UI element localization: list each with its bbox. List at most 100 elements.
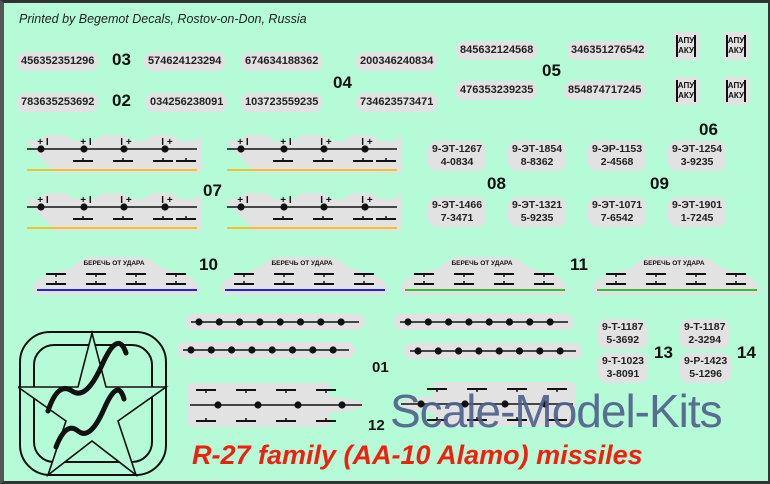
missile-id-line2: 8-8362 bbox=[520, 156, 554, 168]
polarity-mark: I + bbox=[320, 195, 332, 206]
decal-number: 02 bbox=[112, 91, 131, 110]
serial-decal: 845632124568 bbox=[456, 41, 538, 60]
missile-id-line1: 9-ЭТ-1901 bbox=[672, 199, 723, 211]
polarity-mark: + I bbox=[37, 137, 49, 148]
missile-id-line2: 3-8091 bbox=[606, 368, 640, 380]
aku-label: АКУ bbox=[678, 91, 694, 100]
serial-decal: 854874717245 bbox=[564, 81, 646, 100]
north-star-logo bbox=[18, 329, 169, 478]
dot-strip-decal-01 bbox=[404, 343, 582, 359]
missile-id-line1: 9-ЭТ-1854 bbox=[512, 143, 563, 155]
serial-decal: 103723559235 bbox=[241, 93, 323, 112]
decal-number: 10 bbox=[199, 255, 218, 274]
polarity-mark: I + bbox=[161, 195, 173, 206]
serial-decal: 574624123294 bbox=[144, 52, 226, 71]
polarity-mark: + I bbox=[237, 137, 249, 148]
decal-number: 13 bbox=[654, 343, 673, 362]
caution-text: БЕРЕЧЬ ОТ УДАРА bbox=[83, 260, 144, 267]
missile-id-line2: 2-4568 bbox=[600, 156, 634, 168]
serial-decal: 734623573471 bbox=[356, 93, 438, 112]
strip-decal-10: БЕРЕЧЬ ОТ УДАРА bbox=[593, 257, 759, 295]
apu-label: АПУ bbox=[677, 36, 695, 45]
serial-decal: 346351276542 bbox=[567, 41, 649, 60]
serial-decal: 783635253692 bbox=[17, 93, 99, 112]
strip-decal-10: БЕРЕЧЬ ОТ УДАРА bbox=[33, 257, 199, 295]
dot-strip-decal-01 bbox=[185, 314, 365, 330]
aku-label: АКУ bbox=[728, 91, 744, 100]
missile-id-line1: 9-T-1023 bbox=[602, 355, 645, 367]
polarity-mark: I + bbox=[120, 195, 132, 206]
polarity-mark: I + bbox=[320, 137, 332, 148]
decal-number: 05 bbox=[542, 61, 561, 80]
missile-id-line1: 9-ЭТ-1071 bbox=[592, 199, 643, 211]
polarity-mark: I + bbox=[361, 195, 373, 206]
sheet-title: R-27 family (AA-10 Alamo) missiles bbox=[192, 440, 643, 470]
missile-id-line2: 7-3471 bbox=[440, 212, 474, 224]
serial-decal: 200346240834 bbox=[356, 52, 438, 71]
strip-decal-10: БЕРЕЧЬ ОТ УДАРА bbox=[401, 257, 567, 295]
polarity-mark: + I bbox=[37, 195, 49, 206]
missile-id-line1: 9-T-1187 bbox=[684, 321, 726, 333]
polarity-mark: + I bbox=[80, 195, 92, 206]
apu-label: АПУ bbox=[727, 36, 745, 45]
missile-id-line1: 9-ЭТ-1321 bbox=[512, 199, 563, 211]
decal-number: 11 bbox=[570, 255, 588, 274]
polarity-mark: I + bbox=[120, 137, 132, 148]
decal-number: 01 bbox=[372, 359, 389, 376]
apu-label: АПУ bbox=[727, 81, 745, 90]
missile-id-line2: 5-3692 bbox=[606, 334, 640, 346]
polarity-mark: + I bbox=[237, 195, 249, 206]
logo-script-north bbox=[45, 340, 129, 414]
missile-id-line1: 9-ЭТ-1466 bbox=[432, 199, 483, 211]
missile-id-line2: 3-9235 bbox=[680, 156, 714, 168]
decal-number: 14 bbox=[737, 343, 756, 362]
dot-strip-decal-01 bbox=[394, 314, 574, 330]
decal-number: 04 bbox=[333, 73, 352, 92]
apu-label: АПУ bbox=[677, 81, 695, 90]
serial-decal: 674634188362 bbox=[241, 52, 323, 71]
decal-number: 07 bbox=[203, 181, 222, 200]
missile-id-line2: 1-7245 bbox=[680, 212, 714, 224]
caution-text: БЕРЕЧЬ ОТ УДАРА bbox=[643, 260, 704, 267]
serial-decal: 034256238091 bbox=[146, 93, 228, 112]
polarity-mark: + I bbox=[280, 137, 292, 148]
decal-number: 09 bbox=[650, 174, 669, 193]
strip-decal-07: + I + I I + I + bbox=[25, 193, 201, 231]
caution-text: БЕРЕЧЬ ОТ УДАРА bbox=[451, 260, 512, 267]
aku-label: АКУ bbox=[678, 46, 694, 55]
aku-label: АКУ bbox=[728, 46, 744, 55]
missile-id-line2: 4-0834 bbox=[440, 156, 474, 168]
logo-script-star bbox=[53, 387, 127, 450]
missile-id-line1: 9-ЭР-1153 bbox=[592, 143, 643, 155]
missile-id-line2: 7-6542 bbox=[600, 212, 634, 224]
printer-credit: Printed by Begemot Decals, Rostov-on-Don… bbox=[19, 12, 307, 26]
decal-number: 12 bbox=[368, 417, 385, 434]
missile-id-line1: 9-ЭТ-1267 bbox=[432, 143, 483, 155]
missile-id-line2: 5-9235 bbox=[520, 212, 554, 224]
missile-id-line1: 9-P-1423 bbox=[684, 355, 728, 367]
missile-id-line1: 9-ЭТ-1254 bbox=[672, 143, 723, 155]
strip-decal-10: БЕРЕЧЬ ОТ УДАРА bbox=[221, 257, 387, 295]
caution-text: БЕРЕЧЬ ОТ УДАРА bbox=[271, 260, 332, 267]
dot-strip-decal-01 bbox=[177, 342, 355, 358]
missile-id-line1: 9-T-1187 bbox=[602, 321, 644, 333]
polarity-mark: + I bbox=[80, 137, 92, 148]
decal-number: 06 bbox=[699, 120, 718, 139]
